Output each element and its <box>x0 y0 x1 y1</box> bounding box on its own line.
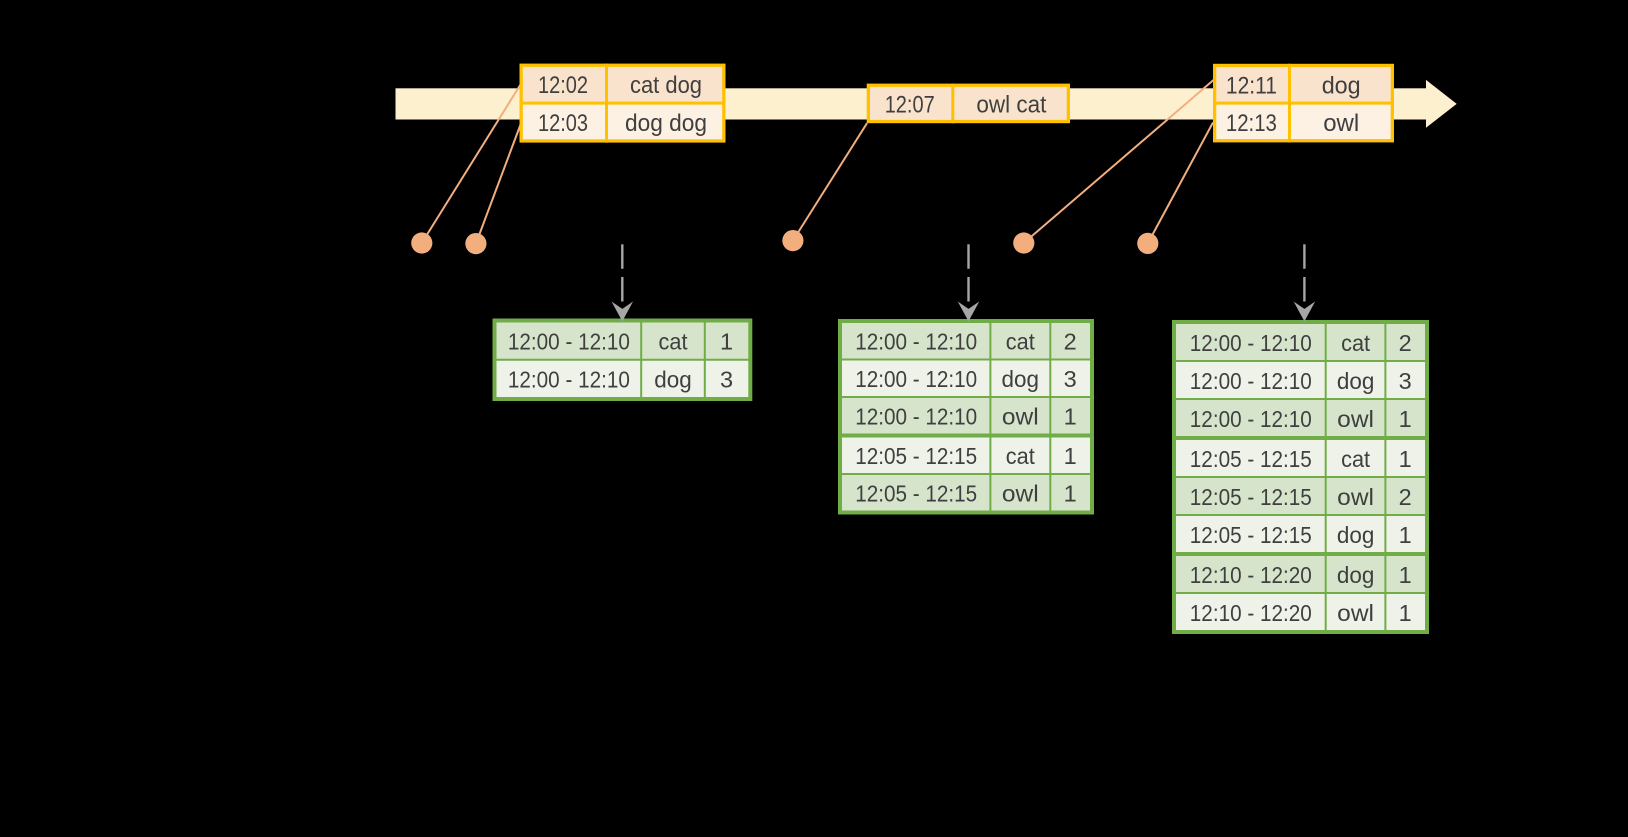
svg-text:12:07: 12:07 <box>885 91 935 118</box>
svg-text:12:05 - 12:15: 12:05 - 12:15 <box>855 443 977 469</box>
svg-text:owl: owl <box>1337 600 1374 626</box>
svg-text:cat dog: cat dog <box>630 72 702 99</box>
svg-text:3: 3 <box>1399 368 1412 394</box>
svg-text:12:00 - 12:10: 12:00 - 12:10 <box>508 367 630 393</box>
svg-text:1: 1 <box>1064 404 1077 430</box>
svg-text:12:10 - 12:20: 12:10 - 12:20 <box>1190 600 1312 626</box>
svg-text:1: 1 <box>1399 446 1412 472</box>
svg-text:12:00 - 12:10: 12:00 - 12:10 <box>1190 368 1312 394</box>
svg-text:2: 2 <box>1064 329 1077 355</box>
svg-text:1: 1 <box>720 328 733 354</box>
svg-text:1: 1 <box>1064 481 1077 507</box>
svg-text:cat: cat <box>1006 329 1035 355</box>
svg-text:12:02: 12:02 <box>538 72 588 99</box>
svg-text:12:00 - 12:10: 12:00 - 12:10 <box>855 329 977 355</box>
svg-text:12:05 - 12:15: 12:05 - 12:15 <box>1190 484 1312 510</box>
svg-text:owl: owl <box>1002 481 1039 507</box>
svg-text:12:00 - 12:10: 12:00 - 12:10 <box>508 328 630 354</box>
svg-text:3: 3 <box>1064 366 1077 392</box>
svg-text:12:00 - 12:10: 12:00 - 12:10 <box>1190 330 1312 356</box>
svg-text:12:11: 12:11 <box>1226 72 1277 99</box>
svg-text:dog: dog <box>654 367 692 393</box>
svg-text:dog: dog <box>1337 522 1375 548</box>
svg-text:12:13: 12:13 <box>1226 110 1277 137</box>
svg-text:cat: cat <box>1341 446 1370 472</box>
svg-text:cat: cat <box>659 328 688 354</box>
svg-text:1: 1 <box>1399 600 1412 626</box>
svg-text:dog dog: dog dog <box>625 110 707 137</box>
svg-text:12:00 - 12:10: 12:00 - 12:10 <box>1190 406 1312 432</box>
svg-text:12:05 - 12:15: 12:05 - 12:15 <box>855 481 977 507</box>
svg-text:cat: cat <box>1006 443 1035 469</box>
svg-text:1: 1 <box>1399 562 1412 588</box>
svg-text:cat: cat <box>1341 330 1370 356</box>
svg-text:dog: dog <box>1337 562 1375 588</box>
svg-text:1: 1 <box>1064 443 1077 469</box>
svg-text:12:00 - 12:10: 12:00 - 12:10 <box>855 366 977 392</box>
svg-text:owl: owl <box>1337 484 1374 510</box>
svg-text:2: 2 <box>1399 484 1412 510</box>
svg-text:dog: dog <box>1322 72 1361 99</box>
svg-text:dog: dog <box>1337 368 1375 394</box>
svg-text:12:05 - 12:15: 12:05 - 12:15 <box>1190 446 1312 472</box>
svg-text:owl: owl <box>1323 110 1359 137</box>
svg-text:owl: owl <box>1337 406 1374 432</box>
svg-text:1: 1 <box>1399 406 1412 432</box>
svg-text:3: 3 <box>720 367 733 393</box>
svg-text:1: 1 <box>1399 522 1412 548</box>
svg-text:owl: owl <box>1002 404 1039 430</box>
svg-text:12:03: 12:03 <box>538 110 588 137</box>
svg-text:12:05 - 12:15: 12:05 - 12:15 <box>1190 522 1312 548</box>
svg-text:2: 2 <box>1399 330 1412 356</box>
svg-text:12:00 - 12:10: 12:00 - 12:10 <box>855 404 977 430</box>
svg-text:owl cat: owl cat <box>976 91 1046 118</box>
svg-text:dog: dog <box>1002 366 1040 392</box>
svg-text:12:10 - 12:20: 12:10 - 12:20 <box>1190 562 1312 588</box>
